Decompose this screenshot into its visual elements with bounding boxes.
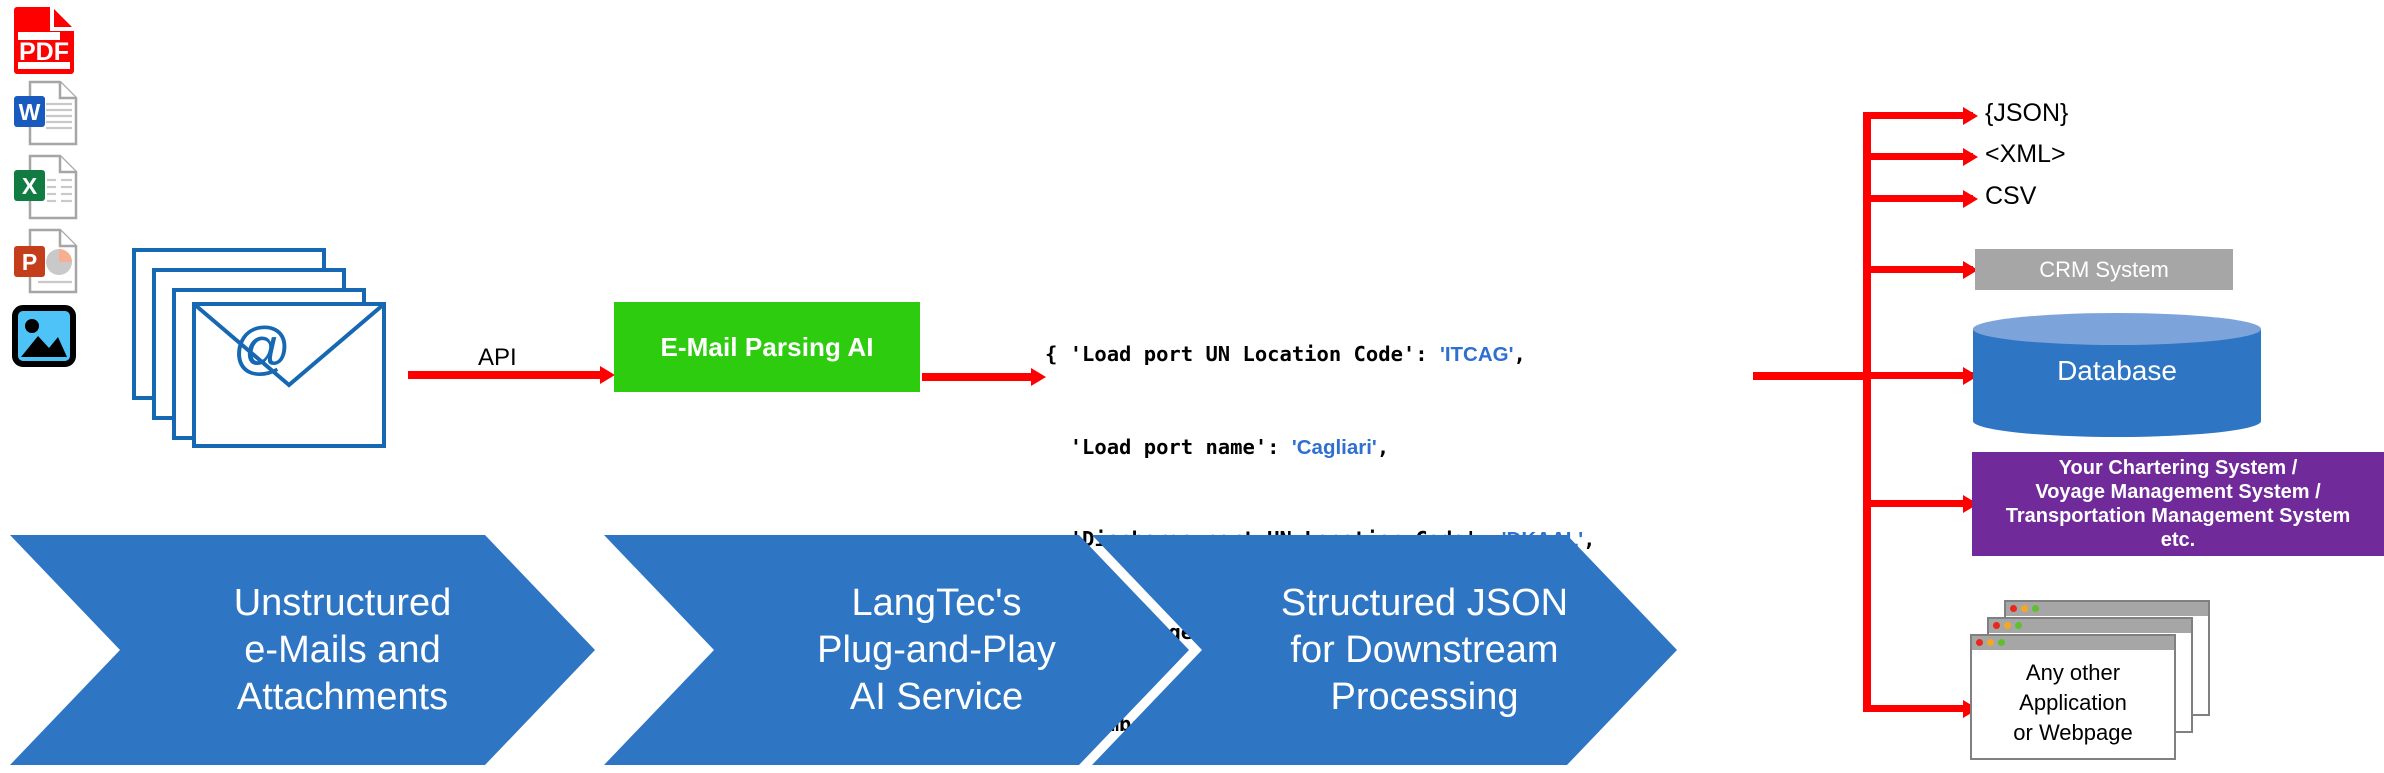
output-any-other-app-line: Any other: [2025, 660, 2121, 685]
excel-file-icon: X: [12, 154, 84, 225]
branch-arrow-xml: [1963, 148, 1978, 166]
window-titlebar: [2006, 602, 2208, 616]
output-xml-label: <XML>: [1985, 140, 2066, 168]
image-file-icon: [12, 305, 76, 372]
branch-line-database: [1863, 372, 1973, 379]
json-sep: :: [1267, 434, 1292, 459]
window-maximize-dot: [2015, 622, 2022, 629]
window-titlebar: [1989, 619, 2191, 633]
window-minimize-dot: [2021, 605, 2028, 612]
window-minimize-dot: [1987, 639, 1994, 646]
svg-text:W: W: [19, 99, 41, 125]
branch-line-chartering: [1863, 500, 1973, 507]
output-database-label: Database: [2057, 355, 2177, 386]
window-maximize-dot: [1998, 639, 2005, 646]
ai-to-json-arrow-head: [1031, 368, 1046, 386]
ai-service-box[interactable]: E-Mail Parsing AI: [614, 302, 920, 392]
json-open-brace: {: [1045, 342, 1058, 366]
json-sep: :: [1415, 342, 1440, 366]
powerpoint-file-icon: P: [12, 228, 84, 299]
output-any-other-app-label: Any other Application or Webpage: [1972, 658, 2174, 748]
window-close-dot: [1993, 622, 2000, 629]
email-envelope-stack: @: [132, 248, 432, 448]
svg-text:P: P: [22, 249, 37, 275]
pipeline-line: Processing: [1330, 675, 1519, 718]
output-chartering-line: Transportation Management System: [2005, 505, 2351, 527]
output-database-cylinder[interactable]: Database: [1973, 313, 2261, 437]
output-json-label: {JSON}: [1985, 99, 2069, 127]
pipeline-line: AI Service: [849, 675, 1024, 718]
api-arrow-head: [600, 366, 615, 384]
json-value: 'Cagliari': [1291, 435, 1377, 459]
output-crm-system-box[interactable]: CRM System: [1975, 249, 2233, 290]
pipeline-line: Unstructured: [233, 581, 452, 624]
json-key: 'Load port UN Location Code': [1069, 342, 1416, 366]
output-chartering-line: Your Chartering System /: [2058, 457, 2298, 479]
ai-service-label: E-Mail Parsing AI: [660, 331, 874, 362]
fanout-trunk-line: [1863, 112, 1871, 712]
api-arrow-line: [408, 371, 602, 379]
ai-to-json-arrow-line: [922, 373, 1034, 381]
branch-line-xml: [1863, 153, 1973, 160]
output-chartering-box[interactable]: Your Chartering System / Voyage Manageme…: [1972, 452, 2384, 556]
pdf-file-icon: PDF: [10, 4, 78, 79]
branch-arrow-crm: [1963, 261, 1978, 279]
pipeline-line: e-Mails and: [244, 628, 441, 671]
window-close-dot: [2010, 605, 2017, 612]
svg-text:PDF: PDF: [19, 38, 69, 66]
output-chartering-line: etc.: [2160, 529, 2196, 551]
pipeline-line: Structured JSON: [1280, 581, 1569, 624]
output-any-other-app-windows[interactable]: Any other Application or Webpage: [1970, 600, 2210, 760]
branch-arrow-csv: [1963, 190, 1978, 208]
branch-line-csv: [1863, 195, 1973, 202]
json-key: 'Load port name': [1069, 434, 1268, 459]
database-top-ellipse: [1973, 313, 2261, 345]
json-value: 'ITCAG': [1439, 343, 1514, 366]
pipeline-line: Attachments: [236, 675, 449, 718]
word-file-icon: W: [12, 80, 84, 151]
json-trail: ,: [1376, 434, 1390, 459]
pipeline-step-ai-service-label: LangTec's Plug-and-Play AI Service: [737, 580, 1056, 721]
window-titlebar: [1972, 636, 2174, 650]
fanout-feed-line: [1753, 372, 1871, 380]
output-csv-label: CSV: [1985, 182, 2037, 210]
api-label: API: [478, 344, 517, 371]
output-any-other-app-line: or Webpage: [2013, 720, 2133, 745]
json-trail: ,: [1583, 527, 1596, 551]
window-maximize-dot: [2032, 605, 2039, 612]
branch-line-crm: [1863, 266, 1973, 273]
window-front[interactable]: Any other Application or Webpage: [1970, 634, 2176, 760]
pipeline-line: LangTec's: [851, 581, 1022, 624]
output-crm-system-label: CRM System: [2039, 256, 2169, 282]
pipeline-step-unstructured-label: Unstructured e-Mails and Attachments: [154, 580, 452, 721]
pipeline-step-structured-label: Structured JSON for Downstream Processin…: [1201, 580, 1568, 721]
output-any-other-app-line: Application: [2019, 690, 2127, 715]
branch-arrow-json: [1963, 107, 1978, 125]
window-minimize-dot: [2004, 622, 2011, 629]
json-line: 'Load port name': 'Cagliari',: [1045, 432, 1596, 464]
svg-text:@: @: [233, 316, 292, 381]
branch-line-any-other-app: [1863, 705, 1973, 712]
pipeline-step-unstructured[interactable]: Unstructured e-Mails and Attachments: [10, 535, 595, 765]
svg-text:X: X: [22, 173, 38, 199]
pipeline-line: Plug-and-Play: [817, 628, 1056, 671]
window-close-dot: [1976, 639, 1983, 646]
branch-line-json: [1863, 112, 1973, 119]
pipeline-line: for Downstream: [1290, 628, 1559, 671]
json-line: { 'Load port UN Location Code': 'ITCAG',: [1045, 339, 1596, 371]
pipeline-step-ai-service[interactable]: LangTec's Plug-and-Play AI Service: [604, 535, 1189, 765]
json-trail: ,: [1513, 342, 1526, 366]
output-chartering-line: Voyage Management System /: [2035, 481, 2321, 503]
